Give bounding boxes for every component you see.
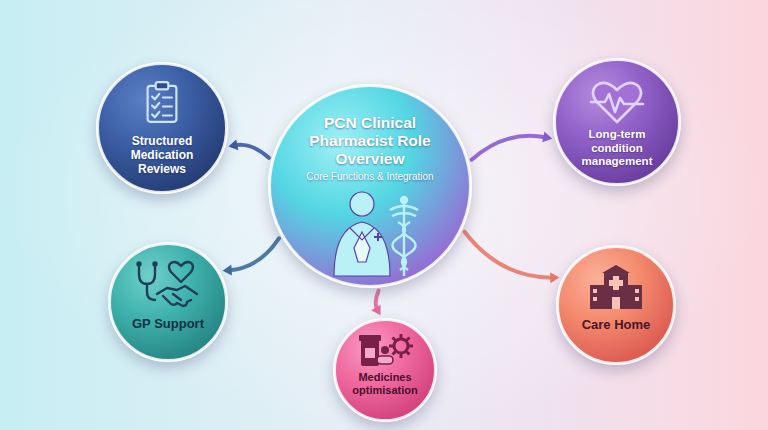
node-label: Care Home — [568, 317, 664, 333]
circle-shape — [333, 318, 437, 422]
arrow-line — [465, 232, 554, 278]
label-block: Care Home — [568, 317, 664, 333]
function-circle: Structured Medication Reviews — [96, 62, 228, 194]
heart-drawing — [169, 262, 193, 282]
pill-bottle-drawing — [359, 335, 393, 366]
clipboard-icon — [144, 78, 180, 126]
node-label: GP Support — [120, 316, 216, 332]
heart-pulse-icon — [589, 80, 645, 124]
curved-arrow — [371, 291, 380, 316]
label-block: PCN Clinical Pharmacist Role OverviewCor… — [282, 114, 458, 183]
handshake-drawing — [157, 286, 197, 306]
circle-body — [555, 60, 680, 185]
heart-drawing — [591, 83, 643, 122]
gear-drawing — [389, 334, 413, 358]
arrow-line — [234, 145, 269, 158]
care-home-icon — [586, 261, 646, 311]
curved-arrow — [465, 232, 560, 283]
arrow-head — [371, 305, 380, 316]
arrow-line — [229, 238, 279, 270]
function-circle: Long-term condition management — [553, 58, 681, 186]
function-circle: PCN Clinical Pharmacist Role OverviewCor… — [268, 84, 472, 288]
label-block: Long-term condition management — [571, 128, 663, 169]
pharmacist-figure — [334, 192, 390, 276]
medicines-icon — [357, 330, 413, 370]
curved-arrow — [472, 132, 552, 160]
arrow-head — [223, 265, 232, 276]
arrow-head — [550, 272, 559, 283]
label-block: Medicines optimisation — [342, 371, 428, 397]
arrow-line — [472, 136, 547, 160]
label-block: GP Support — [120, 316, 216, 332]
clipboard-drawing — [148, 82, 177, 122]
pharmacist-icon — [320, 188, 420, 278]
node-label: Structured Medication Reviews — [110, 134, 214, 176]
building-drawing — [590, 265, 642, 309]
label-block: Structured Medication Reviews — [110, 134, 214, 176]
arrow-head — [228, 139, 238, 150]
function-circle: GP Support — [108, 242, 228, 362]
caduceus-symbol — [390, 197, 418, 276]
node-label: Medicines optimisation — [342, 371, 428, 397]
circle-body — [110, 244, 227, 361]
curved-arrow — [223, 238, 279, 275]
stethoscope-drawing — [138, 263, 157, 301]
circle-body — [335, 320, 436, 421]
arrow-head — [542, 132, 552, 143]
circle-body — [558, 247, 675, 364]
circle-body — [98, 64, 227, 193]
node-subtitle: Core Functions & Integration — [282, 171, 458, 183]
circle-body — [270, 86, 471, 287]
function-circle: Care Home — [556, 245, 676, 365]
function-circle: Medicines optimisation — [333, 318, 437, 422]
gp-support-icon — [133, 260, 203, 310]
curved-arrow — [228, 139, 268, 157]
node-label: Long-term condition management — [571, 128, 663, 169]
node-label: PCN Clinical Pharmacist Role Overview — [282, 114, 458, 167]
